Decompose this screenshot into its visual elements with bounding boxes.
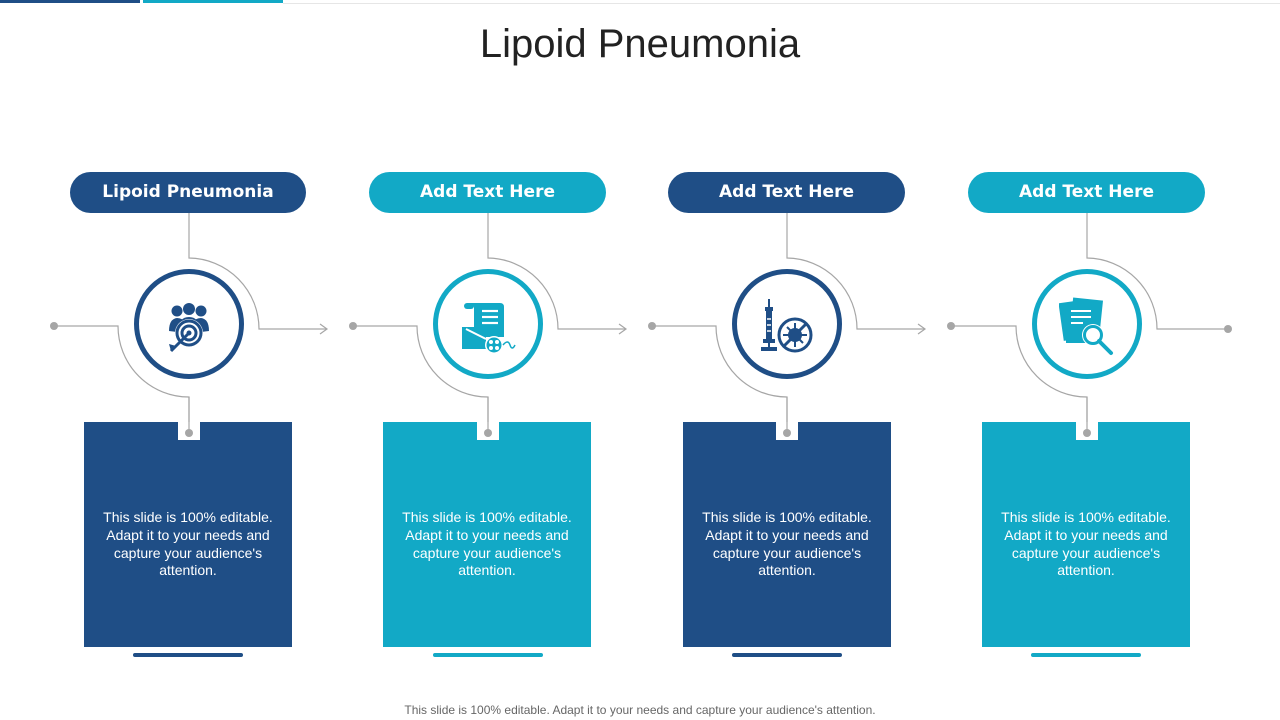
document-search-icon — [1059, 297, 1113, 355]
step-2-heading: Add Text Here — [369, 172, 606, 213]
step-4-description-box: This slide is 100% editable. Adapt it to… — [982, 422, 1190, 647]
step-3-description: This slide is 100% editable. Adapt it to… — [702, 509, 872, 579]
step-3-description-box: This slide is 100% editable. Adapt it to… — [683, 422, 891, 647]
connector-dot — [349, 322, 357, 330]
step-3-icon-circle — [732, 269, 842, 379]
step-3-heading: Add Text Here — [668, 172, 905, 213]
prescription-pills-icon — [462, 303, 516, 354]
step-4-underline — [1031, 653, 1141, 657]
slide-title: Lipoid Pneumonia — [479, 22, 801, 66]
top-rule — [283, 3, 1280, 4]
slide-footer: This slide is 100% editable. Adapt it to… — [404, 703, 876, 717]
connector-dot — [947, 322, 955, 330]
vaccine-virus-icon — [761, 299, 813, 353]
step-2-notch — [477, 422, 499, 440]
step-4-description: This slide is 100% editable. Adapt it to… — [1001, 509, 1171, 579]
step-1-underline — [133, 653, 243, 657]
connector-dot — [1224, 325, 1232, 333]
step-3-underline — [732, 653, 842, 657]
step-4-heading: Add Text Here — [968, 172, 1205, 213]
top-accent-bar — [0, 0, 1280, 4]
step-1-description: This slide is 100% editable. Adapt it to… — [103, 509, 273, 579]
step-1-heading: Lipoid Pneumonia — [70, 172, 306, 213]
step-4-notch — [1076, 422, 1098, 440]
step-1-notch — [178, 422, 200, 440]
connector-dot — [648, 322, 656, 330]
step-2-underline — [433, 653, 543, 657]
step-3-notch — [776, 422, 798, 440]
step-2-description-box: This slide is 100% editable. Adapt it to… — [383, 422, 591, 647]
group-target-icon — [169, 303, 209, 353]
accent-segment-light — [143, 0, 283, 3]
step-2-description: This slide is 100% editable. Adapt it to… — [402, 509, 572, 579]
connector-dot — [50, 322, 58, 330]
step-1-description-box: This slide is 100% editable. Adapt it to… — [84, 422, 292, 647]
accent-segment-dark — [0, 0, 140, 3]
